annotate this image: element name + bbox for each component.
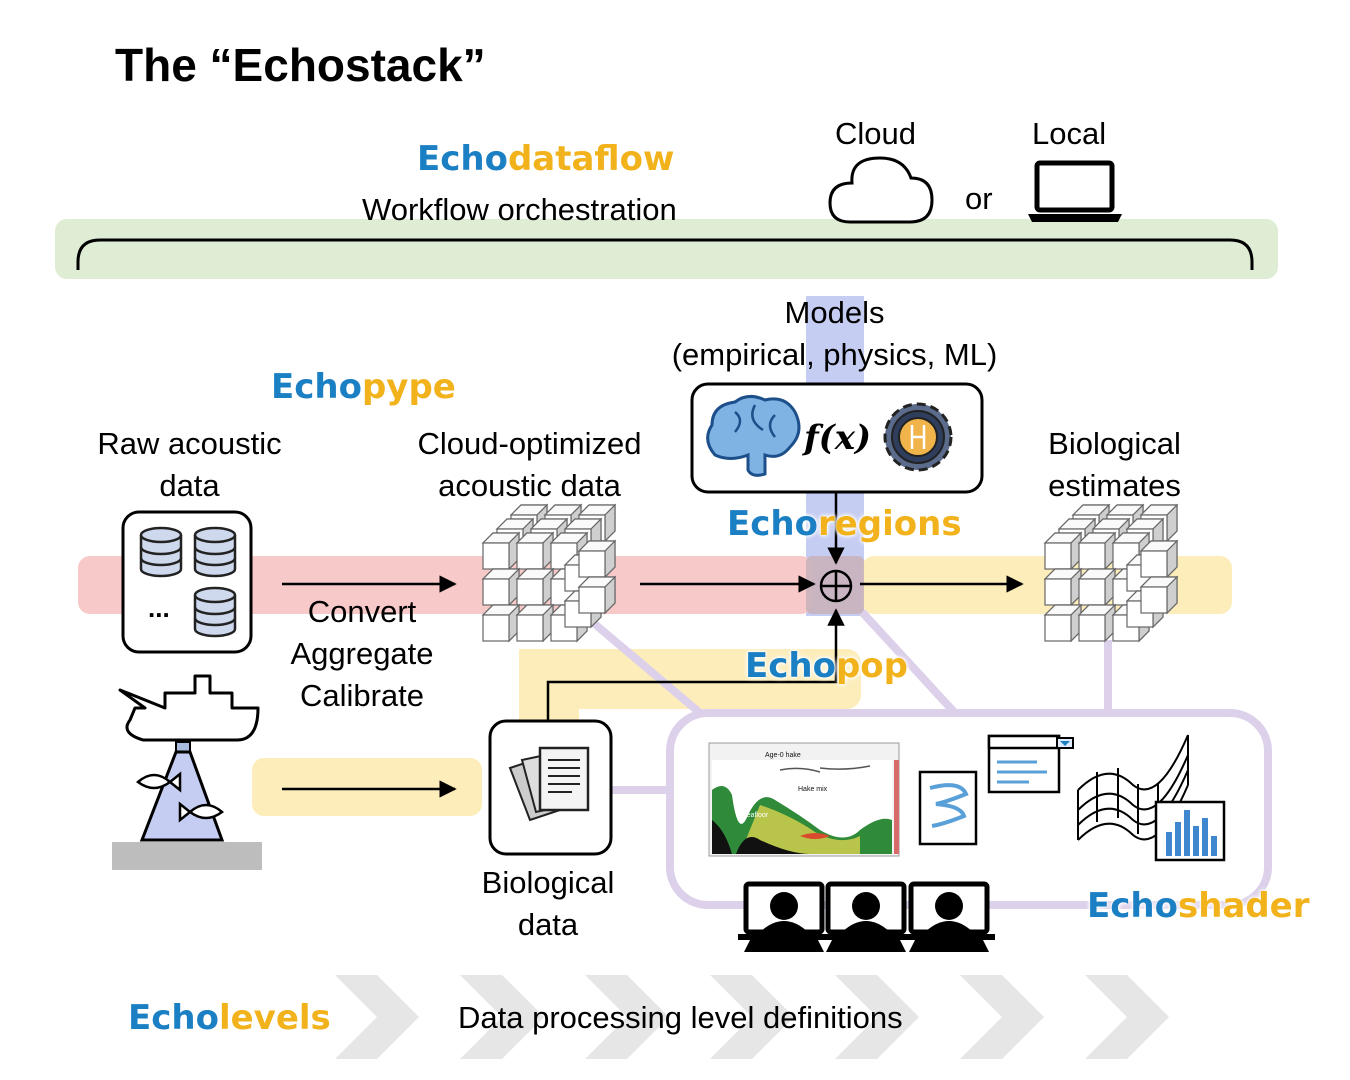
local-label: Local (1032, 116, 1107, 151)
echolevels-chevrons (335, 975, 1169, 1059)
or-label: or (965, 181, 993, 216)
user-at-computer-icon (820, 884, 912, 952)
cloud-optimized-label: Cloud-optimized acoustic data (417, 426, 642, 503)
gear-ai-icon (883, 402, 953, 472)
combine-node (819, 569, 853, 603)
echogram-label-euphausiids: Euphausiids (716, 764, 755, 771)
dropdown-widget-icon (987, 734, 1074, 794)
echogram-label-seafloor: Seafloor (742, 812, 769, 819)
echogram-image (708, 742, 900, 857)
bar-chart-icon (1154, 800, 1226, 862)
echoshader-label: Echoshader (1087, 886, 1310, 926)
user-at-computer-icon (738, 884, 830, 952)
user-at-computer-icon (903, 884, 995, 952)
echopop-band-h (519, 649, 861, 709)
fish-icon (136, 771, 224, 823)
contour-plot-icon (918, 770, 978, 846)
cloud-optimized-cubes (483, 505, 615, 641)
models-label: Models (empirical, physics, ML) (652, 292, 1017, 376)
echodataflow-subtitle: Workflow orchestration (362, 192, 677, 227)
function-icon: f(x) (804, 418, 872, 458)
echoregions-label: Echoregions (727, 504, 962, 544)
page-title: The “Echostack” (115, 39, 486, 91)
cloud-icon (828, 156, 934, 224)
brain-icon (706, 395, 801, 477)
cloud-label: Cloud (835, 116, 916, 151)
models-line2: (empirical, physics, ML) (671, 337, 998, 372)
biological-data-label: Biological data (481, 865, 615, 942)
biological-estimates-cubes (1045, 505, 1177, 641)
echodataflow-band (55, 219, 1278, 279)
echopop-label: Echopop (745, 646, 908, 686)
models-line1: Models (784, 295, 885, 330)
echopype-label: Echopype (271, 367, 456, 407)
sonar-beam (112, 741, 262, 870)
seafloor (112, 842, 262, 870)
echolevels-subtitle: Data processing level definitions (458, 1000, 903, 1035)
database-icon (193, 526, 237, 578)
echodataflow-label: Echodataflow (417, 139, 675, 179)
biological-band (252, 758, 482, 816)
echolevels-label: Echolevels (128, 998, 331, 1038)
ellipsis: ... (148, 593, 170, 623)
raw-data-label: Raw acoustic data (97, 426, 282, 503)
echogram-label-hake-mix: Hake mix (798, 786, 828, 793)
ship-icon (118, 674, 260, 742)
database-icon (193, 586, 237, 638)
workflow-bracket (76, 238, 1254, 270)
flow-arrows (282, 492, 1024, 798)
biological-estimates-label: Biological estimates (1048, 426, 1181, 503)
database-icon (139, 526, 183, 578)
processing-steps-label: Convert Aggregate Calibrate (290, 594, 434, 713)
echogram-label-age0-hake: Age-0 hake (765, 752, 801, 759)
documents-icon (508, 746, 590, 822)
laptop-icon (1028, 160, 1122, 222)
